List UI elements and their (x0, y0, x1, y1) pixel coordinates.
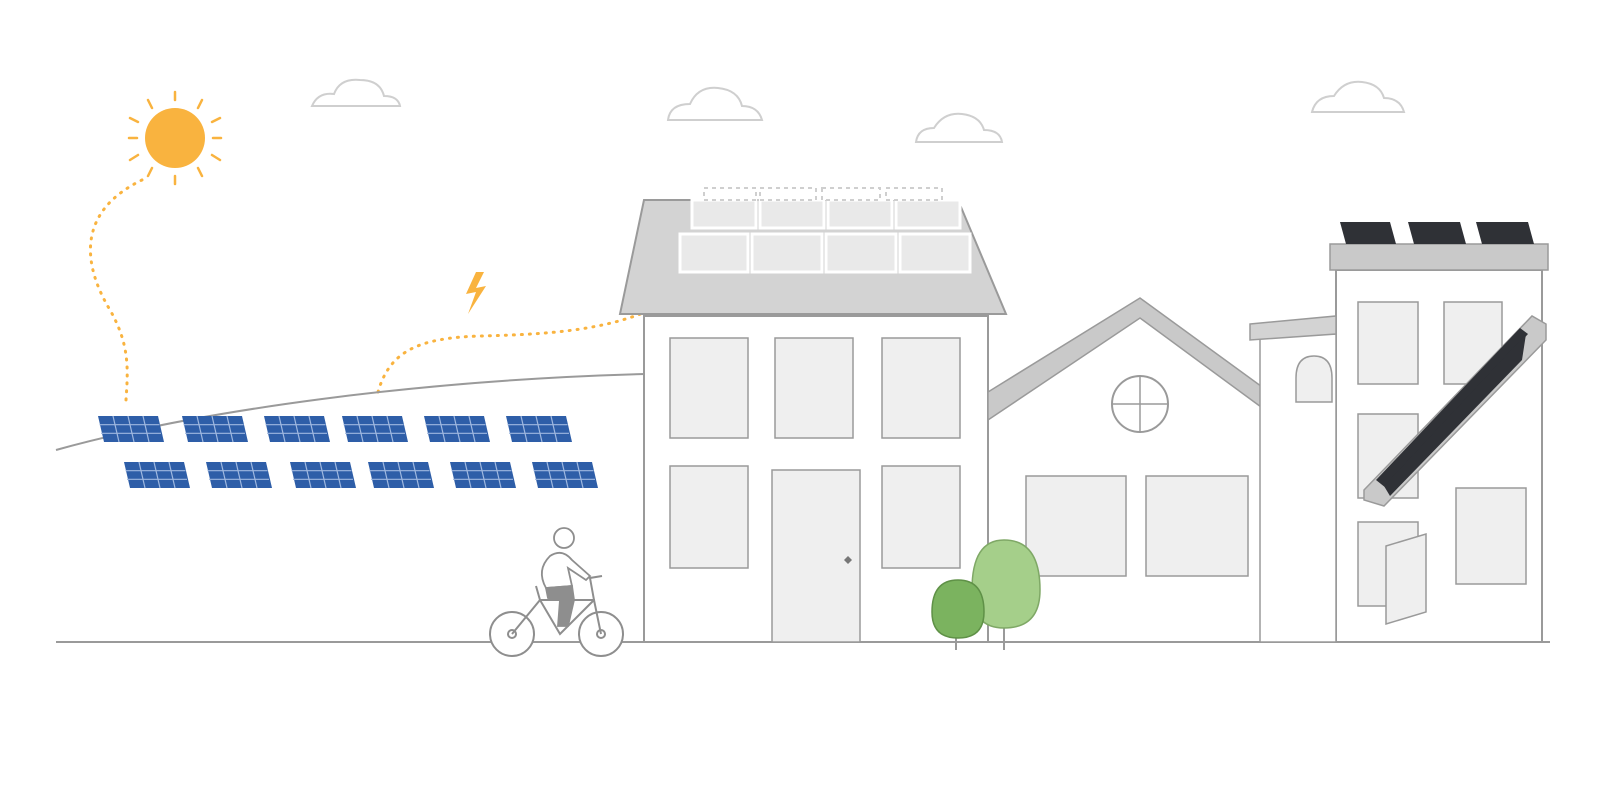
tree-icon (931, 579, 985, 639)
door-knob (844, 556, 852, 564)
window (1385, 532, 1427, 626)
solar-panel-icon (531, 461, 599, 489)
cloud-icon (1310, 80, 1406, 113)
tilted-solar-panel (1363, 315, 1547, 507)
solar-panel-icon (1476, 222, 1534, 244)
sunlight-path (88, 178, 144, 402)
round-window (1111, 375, 1169, 433)
window (1455, 487, 1527, 585)
roof-solar-panels (678, 198, 972, 274)
window (1145, 475, 1249, 577)
cyclist (540, 527, 592, 627)
solar-panel-icon (367, 461, 435, 489)
tree-icon (971, 539, 1041, 629)
sun-icon (127, 90, 223, 186)
solar-panel-icon (289, 461, 357, 489)
main-house (618, 187, 1008, 643)
front-door (771, 469, 861, 643)
solar-panel-icon (505, 415, 573, 443)
solar-panel-icon (1376, 328, 1528, 488)
solar-panel-icon (263, 415, 331, 443)
tall-building (1249, 222, 1549, 643)
rooftop-solar-panels (1340, 222, 1534, 244)
solar-farm (97, 415, 599, 489)
trees (931, 539, 1041, 650)
solar-panel-icon (449, 461, 517, 489)
solar-panel-icon (181, 415, 249, 443)
solar-panel-icon (123, 461, 191, 489)
lightning-icon (466, 272, 486, 314)
middle-house (987, 297, 1326, 643)
solar-panel-icon (205, 461, 273, 489)
helmet (553, 527, 575, 549)
solar-panel-icon (423, 415, 491, 443)
solar-panel-icon (1408, 222, 1466, 244)
solar-panel-icon (341, 415, 409, 443)
cloud-icon (310, 78, 402, 107)
cloud-icon (914, 112, 1004, 143)
arched-window (1295, 355, 1333, 403)
clouds (310, 78, 1406, 143)
cloud-icon (666, 86, 764, 121)
rooftop-ledge (1329, 243, 1549, 271)
solar-panel-icon (97, 415, 165, 443)
main-house-windows (669, 337, 961, 569)
window (1357, 301, 1419, 385)
window (1025, 475, 1127, 577)
bicycle-icon (489, 575, 624, 657)
